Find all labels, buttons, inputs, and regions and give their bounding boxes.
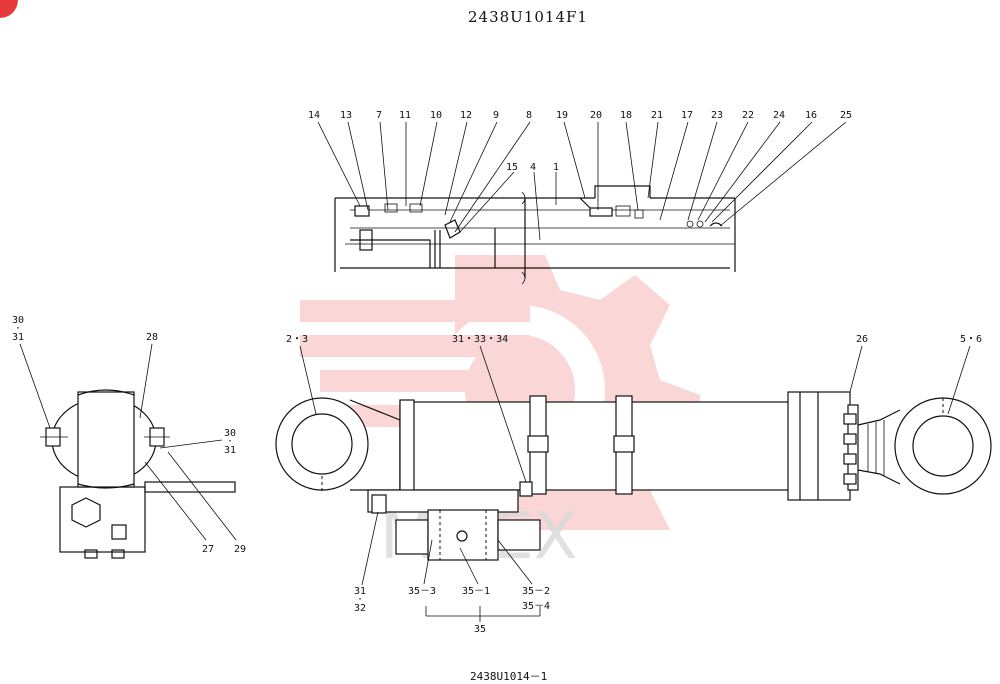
- svg-text:23: 23: [711, 110, 723, 121]
- svg-text:20: 20: [590, 110, 602, 121]
- svg-text:22: 22: [742, 110, 754, 121]
- svg-text:15: 15: [506, 162, 518, 173]
- svg-text:35－3: 35－3: [408, 586, 436, 597]
- svg-text:9: 9: [493, 110, 499, 121]
- svg-text:5・6: 5・6: [960, 334, 982, 345]
- svg-text:31・33・34: 31・33・34: [452, 334, 508, 345]
- drawing-number: 2438U1014－1: [470, 670, 547, 683]
- svg-text:35－2: 35－2: [522, 586, 550, 597]
- corner-badge: [0, 0, 18, 18]
- svg-text:26: 26: [856, 334, 868, 345]
- svg-text:35: 35: [474, 624, 486, 635]
- svg-text:·: ·: [227, 436, 233, 447]
- svg-text:31: 31: [12, 332, 24, 343]
- svg-text:2・3: 2・3: [286, 334, 308, 345]
- svg-text:27: 27: [202, 544, 214, 555]
- svg-text:13: 13: [340, 110, 352, 121]
- svg-text:29: 29: [234, 544, 246, 555]
- side-callout-labels: 30 · 31 28 30 · 31 27 29: [12, 315, 246, 555]
- svg-text:18: 18: [620, 110, 632, 121]
- top-callout-labels: 14 13 7 11 10 12 9 8 19 20 18 21 17 23 2…: [308, 110, 852, 173]
- svg-text:·: ·: [15, 323, 21, 334]
- main-cylinder: [275, 391, 992, 561]
- svg-text:10: 10: [430, 110, 442, 121]
- svg-text:31: 31: [354, 586, 366, 597]
- svg-text:25: 25: [840, 110, 852, 121]
- svg-text:30: 30: [12, 315, 24, 326]
- top-leader-lines: [317, 121, 847, 241]
- svg-text:17: 17: [681, 110, 693, 121]
- svg-text:11: 11: [399, 110, 411, 121]
- svg-text:28: 28: [146, 332, 158, 343]
- svg-text:35－4: 35－4: [522, 601, 550, 612]
- diagram-title: 2438U1014F1: [468, 8, 588, 26]
- seal-section-detail: [334, 185, 736, 285]
- svg-text:4: 4: [530, 162, 536, 173]
- svg-text:12: 12: [460, 110, 472, 121]
- svg-text:14: 14: [308, 110, 320, 121]
- svg-text:·: ·: [357, 594, 363, 605]
- svg-text:8: 8: [526, 110, 532, 121]
- svg-text:31: 31: [224, 445, 236, 456]
- svg-text:21: 21: [651, 110, 663, 121]
- svg-text:32: 32: [354, 603, 366, 614]
- svg-text:35－1: 35－1: [462, 586, 490, 597]
- side-leader-lines: [19, 343, 237, 541]
- svg-text:24: 24: [773, 110, 785, 121]
- svg-text:19: 19: [556, 110, 568, 121]
- svg-text:1: 1: [553, 162, 559, 173]
- svg-text:7: 7: [376, 110, 382, 121]
- svg-text:16: 16: [805, 110, 817, 121]
- main-callout-labels: 2・3 31・33・34 26 5・6 31 · 32 35－3 35－1 35…: [286, 334, 982, 635]
- svg-text:30: 30: [224, 428, 236, 439]
- main-leader-lines: [299, 345, 971, 622]
- side-view: [40, 389, 236, 559]
